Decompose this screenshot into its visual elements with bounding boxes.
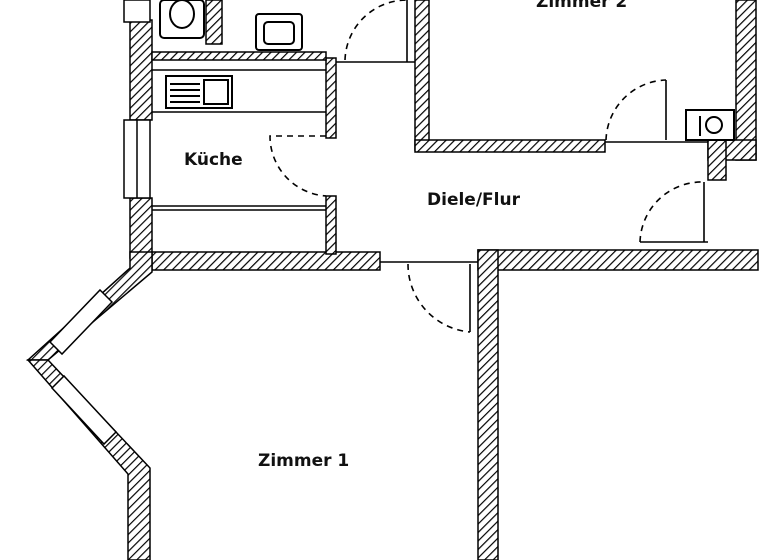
wall-zimmer2-left [414,0,430,151]
wall-zimmer1-right [477,249,499,560]
room-label-diele: Diele/Flur [427,190,520,210]
outer-walls [26,0,759,560]
door-bathroom [344,0,408,61]
wall-right-outer [735,0,757,161]
wall-bath-right [205,0,223,45]
boiler-icon [685,109,735,141]
window-bathroom [123,0,151,23]
room-label-kueche: Küche [184,150,243,170]
kitchen-sink-icon [165,75,233,109]
wall-zimmer2-bottom [414,139,606,153]
wall-right-stub [707,139,727,181]
wall-corridor-bottom [477,249,759,271]
washbasin-icon [255,13,303,51]
window-bay-lower [50,374,118,446]
room-label-zimmer2: Zimmer 2 [536,0,628,12]
wall-kitchen-right [325,57,337,139]
wall-kitchen-right-lower [325,195,337,255]
wall-kitchen-bottom [151,251,381,271]
wall-bath-bottom [151,51,327,61]
window-bay-upper [48,288,114,356]
wall-left-upper [129,19,153,121]
doors [269,0,705,333]
door-zimmer1 [407,263,471,333]
toilet-icon [159,0,205,39]
wall-bay-lower [26,359,151,560]
room-label-zimmer1: Zimmer 1 [258,451,350,471]
windows [48,0,151,446]
interior-lines [152,61,708,263]
wall-left-lower [129,197,153,259]
door-zimmer2 [605,79,667,141]
door-bath2 [639,181,705,243]
door-kitchen [269,135,327,197]
